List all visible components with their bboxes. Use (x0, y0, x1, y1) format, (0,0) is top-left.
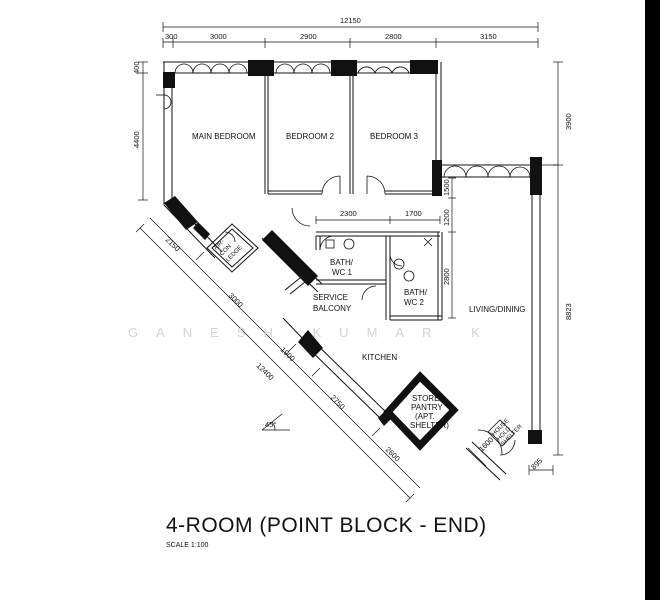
dim-diag-2150: 2150 (164, 235, 182, 253)
label-bedroom-2: BEDROOM 2 (286, 132, 335, 141)
dim-right-8823: 8823 (564, 303, 573, 320)
dim-right-3900: 3900 (564, 113, 573, 130)
dim-top-300: 300 (165, 32, 178, 41)
dim-mid-1700: 1700 (405, 209, 422, 218)
label-main-bedroom: MAIN BEDROOM (192, 132, 256, 141)
dim-top-2900: 2900 (300, 32, 317, 41)
dim-mid-1500: 1500 (442, 179, 451, 196)
plan-scale: SCALE 1:100 (166, 542, 209, 549)
label-bedroom-3: BEDROOM 3 (370, 132, 419, 141)
dim-top-2800: 2800 (385, 32, 402, 41)
label-bath-wc2-a: BATH/ (404, 288, 428, 297)
dim-diag-12400: 12400 (255, 361, 276, 382)
dim-bottom-895: 895 (529, 456, 544, 471)
floor-plan-sheet (0, 0, 645, 600)
label-store-a: STORE/ (412, 394, 442, 403)
dim-top-3000: 3000 (210, 32, 227, 41)
dim-diag-2600: 2600 (384, 445, 402, 463)
right-edge-strip (645, 0, 660, 600)
label-bath-wc2-b: WC 2 (404, 298, 425, 307)
label-service-b: BALCONY (313, 304, 352, 313)
label-service-a: SERVICE (313, 293, 348, 302)
label-bath-wc1-a: BATH/ (330, 258, 354, 267)
dim-diag-1900: 1900 (279, 345, 297, 363)
label-store-c: (APT. (415, 412, 435, 421)
dim-diag-2750: 2750 (329, 393, 347, 411)
label-store-b: PANTRY (411, 403, 443, 412)
dim-top-3150: 3150 (480, 32, 497, 41)
plan-title: 4-ROOM (POINT BLOCK - END) (166, 514, 487, 537)
label-living-dining: LIVING/DINING (469, 305, 525, 314)
dim-left-4400: 4400 (132, 131, 141, 148)
dim-overall-top: 12150 (340, 16, 361, 25)
label-bath-wc1-b: WC 1 (332, 268, 353, 277)
dim-mid-2800: 2800 (442, 268, 451, 285)
dim-left-400: 400 (132, 61, 141, 74)
dim-diag-3000: 3000 (227, 291, 245, 309)
label-kitchen: KITCHEN (362, 353, 397, 362)
watermark-text: GANESH KUMAR K (128, 325, 498, 340)
dim-bottom-1600: 1600 (477, 435, 495, 453)
label-store-d: SHELTER) (410, 421, 449, 430)
dim-mid-1200: 1200 (442, 209, 451, 226)
dim-mid-2300: 2300 (340, 209, 357, 218)
dim-angle: 45° (265, 420, 276, 429)
